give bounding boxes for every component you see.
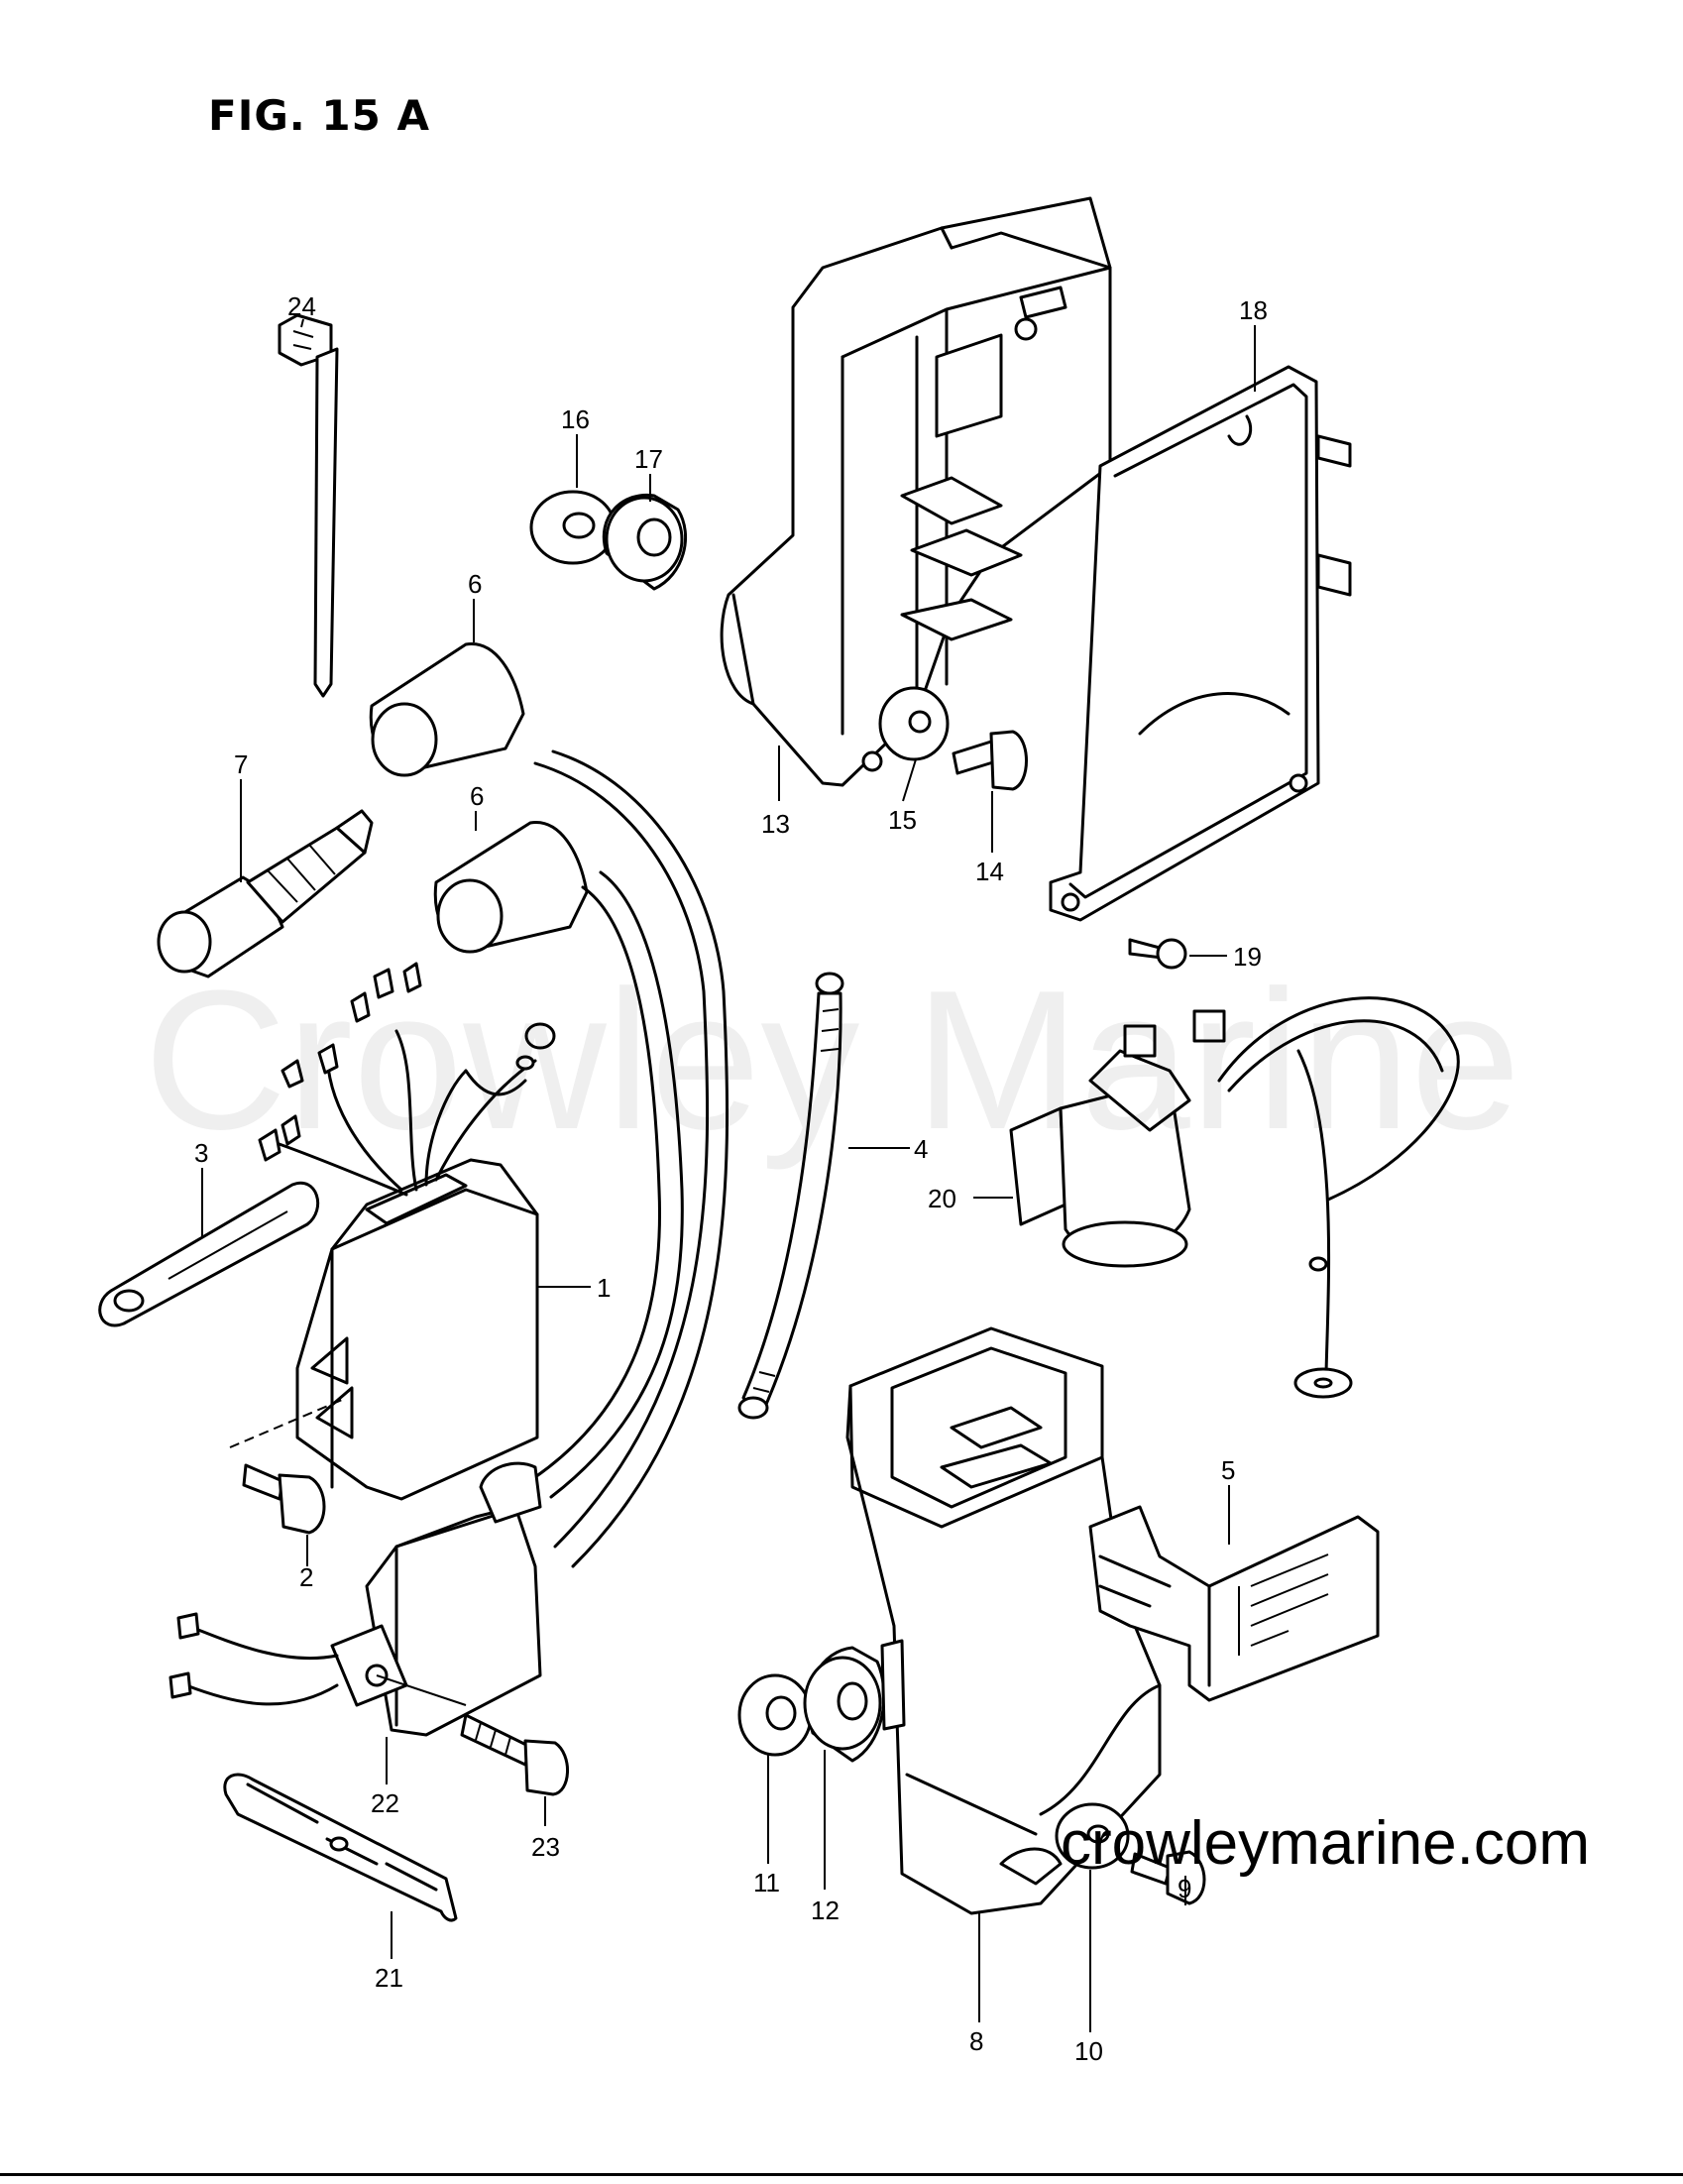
part-21-bracket <box>223 1773 458 1922</box>
footer-url: crowleymarine.com <box>1060 1809 1590 1878</box>
callout-6-lower: 6 <box>470 781 484 811</box>
part-5-cover <box>1088 1505 1380 1702</box>
callout-16: 16 <box>561 404 590 434</box>
callout-21: 21 <box>375 1963 403 1993</box>
callout-2: 2 <box>299 1562 313 1592</box>
callout-14: 14 <box>975 857 1004 886</box>
part-1-cdi-unit <box>258 962 556 1501</box>
bottom-rule <box>0 2173 1683 2176</box>
part-18-cover <box>1049 365 1352 922</box>
callout-9: 9 <box>1178 1874 1191 1903</box>
part-22-ignition-coil <box>168 1461 542 1737</box>
callout-5: 5 <box>1221 1455 1235 1485</box>
part-16-washer <box>529 490 617 565</box>
callout-8: 8 <box>969 2026 983 2056</box>
part-23-bolt <box>460 1713 569 1796</box>
part-12-grommet <box>803 1646 886 1763</box>
callout-4: 4 <box>914 1134 928 1164</box>
callout-17: 17 <box>634 444 663 474</box>
part-10-washer <box>1055 1802 1130 1870</box>
part-6-plug-cap-upper <box>369 642 525 777</box>
callout-12: 12 <box>811 1896 840 1925</box>
watermark: Crowley Marine <box>144 950 1521 1171</box>
part-24-cable-tie <box>278 313 339 698</box>
part-15-grommet <box>878 686 950 761</box>
callout-23: 23 <box>531 1832 560 1862</box>
leader-lines <box>201 318 1256 2032</box>
callout-13: 13 <box>761 809 790 839</box>
callout-7: 7 <box>234 749 248 779</box>
callout-3: 3 <box>194 1138 208 1168</box>
callout-labels: 24 16 17 6 7 6 18 13 15 14 19 4 20 3 1 2… <box>194 291 1268 2066</box>
part-14-bolt <box>952 730 1028 791</box>
part-11-washer <box>737 1673 813 1757</box>
part-20-starter-relay <box>1009 996 1460 1399</box>
high-tension-cables <box>533 749 729 1568</box>
part-17-grommet <box>602 493 687 591</box>
part-19-screw <box>1128 938 1187 970</box>
callout-15: 15 <box>888 805 917 835</box>
callout-19: 19 <box>1233 942 1262 972</box>
callout-22: 22 <box>371 1788 399 1818</box>
part-7-spark-plug <box>157 809 374 978</box>
part-8-electric-parts-case <box>845 1326 1162 1915</box>
part-13-electric-parts-holder <box>720 196 1112 787</box>
part-2-bolt <box>229 1399 343 1535</box>
callout-6-upper: 6 <box>468 569 482 599</box>
callout-24: 24 <box>287 291 316 321</box>
callout-20: 20 <box>928 1184 956 1213</box>
callout-18: 18 <box>1239 295 1268 325</box>
part-3-bracket <box>98 1181 320 1327</box>
callout-1: 1 <box>597 1273 611 1303</box>
part-6-plug-cap-lower <box>433 821 589 954</box>
part-4-tube <box>737 972 844 1420</box>
callout-11: 11 <box>753 1868 780 1897</box>
callout-10: 10 <box>1074 2036 1103 2066</box>
figure-title: FIG. 15 A <box>208 91 430 140</box>
